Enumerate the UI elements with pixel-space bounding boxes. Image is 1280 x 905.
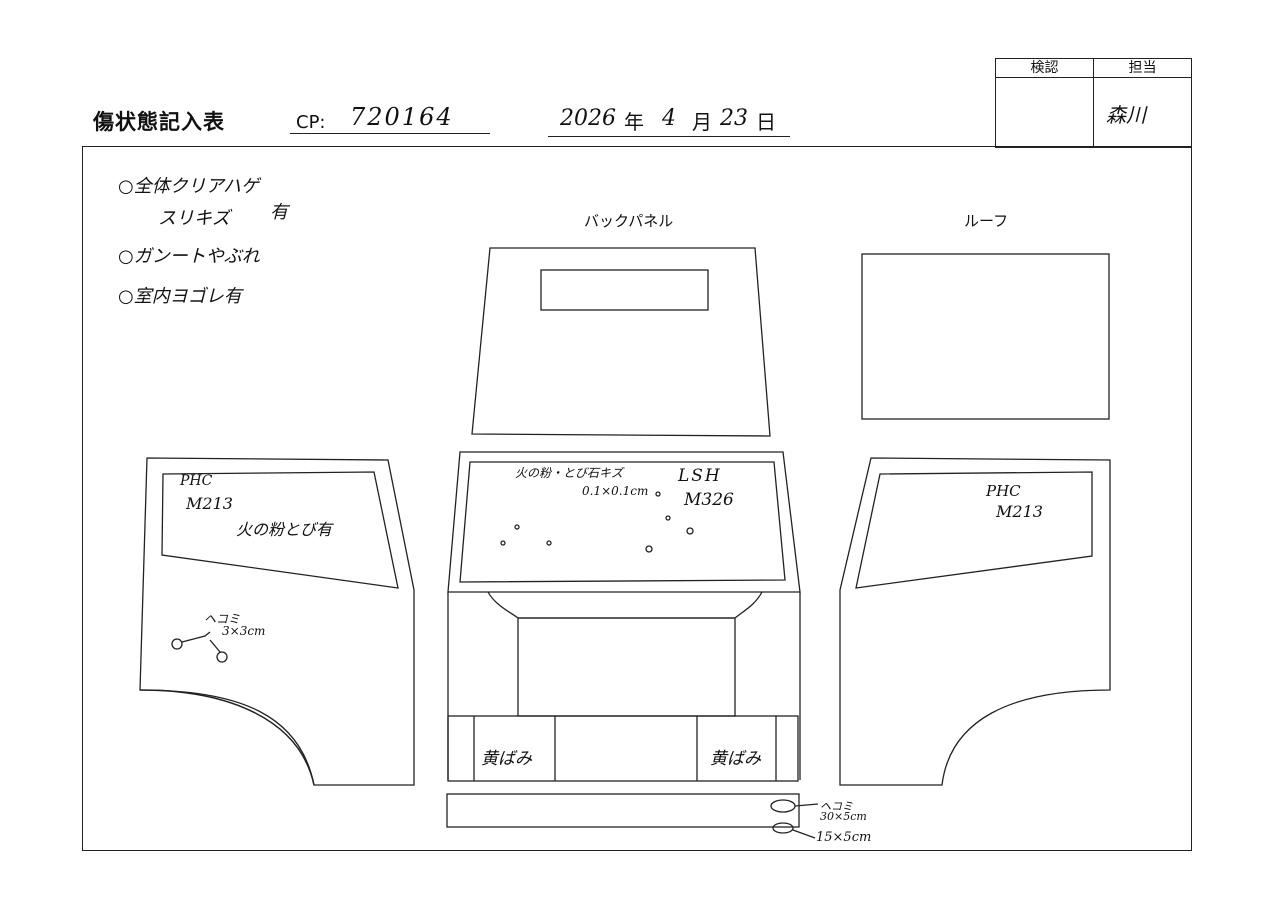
cp-underline — [290, 133, 490, 134]
date-day-unit: 日 — [756, 110, 776, 134]
roof-shape — [861, 253, 1110, 420]
left-door-chip-note: 火の粉とび有 — [236, 520, 333, 539]
page-title: 傷状態記入表 — [93, 110, 225, 134]
right-door-code-1: PHC — [986, 482, 1021, 500]
right-door-window — [855, 471, 1093, 589]
note-interior-dirt: ○室内ヨゴレ有 — [118, 286, 242, 307]
date-underline — [548, 136, 790, 137]
date-month-unit: 月 — [692, 110, 712, 134]
person-label: 担当 — [1094, 59, 1191, 78]
note-scratch: スリキズ — [158, 208, 230, 229]
front-bumper — [447, 715, 799, 782]
person-signature: 森川 — [1106, 103, 1146, 127]
cp-label: CP: — [296, 112, 326, 133]
left-dent-marker-2 — [216, 651, 228, 663]
back-panel-title: バックパネル — [584, 212, 674, 230]
left-door-window — [161, 471, 399, 589]
windshield-code-1: LSH — [678, 466, 722, 486]
stamp-divider — [1093, 59, 1094, 147]
right-door-code-2: M213 — [996, 502, 1043, 521]
cp-value: 720164 — [350, 103, 454, 131]
bumper-dent-marker-2 — [772, 822, 794, 834]
date-day: 23 — [720, 106, 748, 131]
bumper-dent-size-2: 15×5cm — [816, 830, 872, 845]
date-month: 4 — [662, 106, 676, 131]
windshield-code-2: M326 — [684, 490, 734, 510]
front-hood-outline — [447, 451, 801, 593]
note-present: 有 — [270, 202, 288, 223]
check-label: 検認 — [996, 59, 1093, 78]
date-year-unit: 年 — [624, 110, 644, 134]
bumper-dent-label: ヘコミ — [820, 800, 853, 813]
left-dent-label: ヘコミ — [204, 612, 241, 626]
date-year: 2026 — [560, 106, 616, 131]
diagram-frame — [82, 146, 1192, 851]
back-panel-shape — [471, 247, 771, 437]
left-door-code-1: PHC — [180, 473, 213, 489]
note-clear-peel: ○全体クリアハゲ — [118, 176, 259, 197]
left-dent-size: 3×3cm — [222, 624, 266, 638]
bumper-dent-size: 30×5cm — [820, 810, 867, 823]
bumper-dent-marker-1 — [770, 799, 796, 813]
right-door-outline — [839, 457, 1111, 786]
left-door-outline — [139, 457, 415, 786]
windshield-chip-size: 0.1×0.1cm — [582, 484, 649, 498]
left-dent-marker-1 — [171, 638, 183, 650]
front-grille-curve — [487, 591, 763, 619]
windshield — [459, 461, 786, 583]
back-window — [540, 269, 709, 311]
yellowing-right: 黄ばみ — [710, 749, 761, 769]
lower-bumper-strip — [446, 793, 800, 828]
note-torn: ○ガンートやぶれ — [118, 246, 260, 267]
front-center-recess — [517, 617, 736, 717]
left-door-code-2: M213 — [186, 494, 233, 513]
yellowing-left: 黄ばみ — [481, 749, 532, 769]
roof-title: ルーフ — [964, 212, 1009, 230]
windshield-chip-note: 火の粉・とび石キズ — [515, 466, 624, 480]
approval-stamp-box: 検認 担当 森川 — [995, 58, 1192, 148]
left-door-arch — [139, 689, 315, 786]
